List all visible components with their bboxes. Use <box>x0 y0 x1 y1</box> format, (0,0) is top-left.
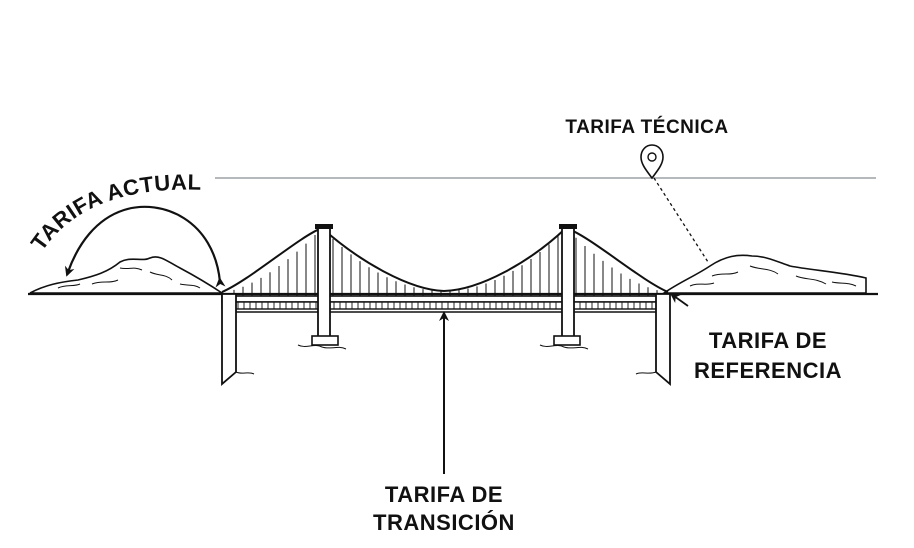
bridge-deck <box>221 295 665 303</box>
tarifa-referencia-label-line2: REFERENCIA <box>694 358 842 383</box>
tarifa-actual-arc-arrow <box>64 205 226 288</box>
suspension-bridge <box>221 224 671 386</box>
left-hills <box>29 256 225 294</box>
right-hills <box>661 254 867 294</box>
tarifa-referencia-arrow <box>669 293 689 307</box>
location-pin-icon <box>640 144 664 180</box>
tarifa-tecnica-label: TARIFA TÉCNICA <box>565 116 728 138</box>
suspender-cables <box>233 235 658 296</box>
tarifa-tecnica-dashed-pointer <box>653 177 709 263</box>
tarifa-referencia-label-line1: TARIFA DE <box>709 328 827 353</box>
right-abutment <box>635 293 671 386</box>
tarifa-transicion-label-line2: TRANSICIÓN <box>373 510 515 535</box>
left-abutment <box>221 293 255 386</box>
left-tower <box>297 224 347 350</box>
tarifa-transicion-label-line1: TARIFA DE <box>385 482 503 507</box>
right-tower <box>539 224 589 350</box>
tarifa-actual-label: TARIFA ACTUAL <box>26 169 202 254</box>
main-cable <box>221 226 669 293</box>
